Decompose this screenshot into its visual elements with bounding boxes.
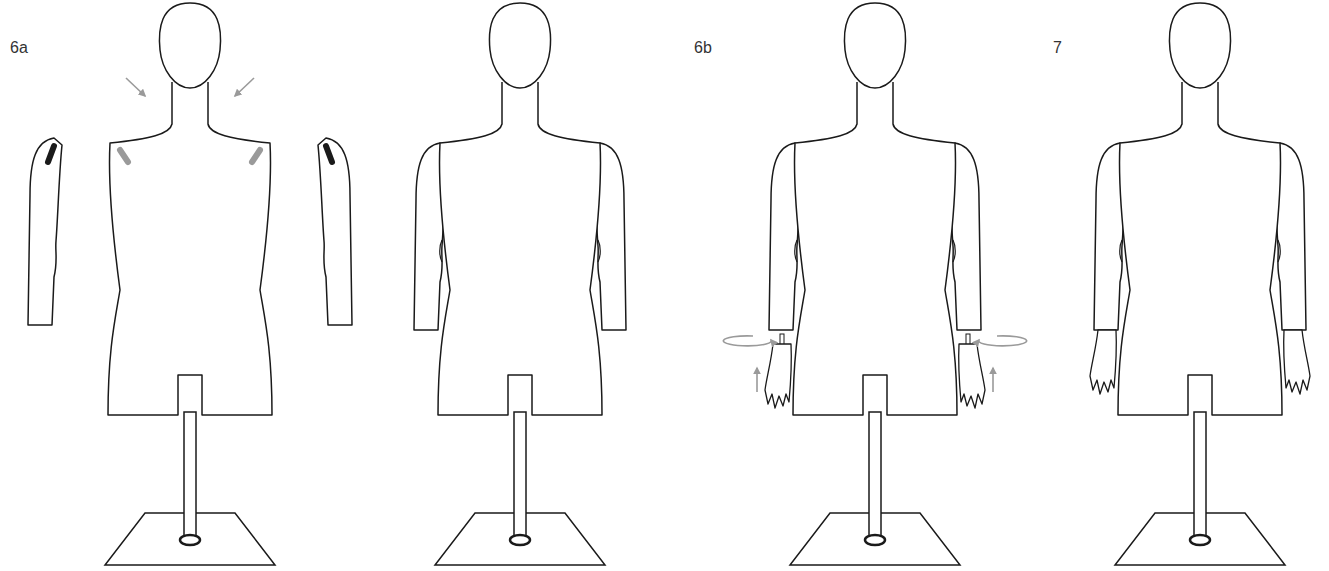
mannequin-arm <box>28 138 62 325</box>
mannequin-hand <box>1090 330 1116 394</box>
elbow-joint <box>795 240 797 262</box>
mannequin-hand <box>1284 330 1310 394</box>
direction-arrow <box>235 78 254 96</box>
stand-pole <box>1194 412 1206 540</box>
mannequin-head <box>159 3 220 88</box>
mannequin-figure <box>414 3 626 565</box>
mannequin-torso <box>793 82 957 415</box>
elbow-joint <box>440 240 442 262</box>
rotate-arrow <box>979 336 1027 346</box>
elbow-joint <box>1120 240 1122 262</box>
mannequin-head <box>844 3 905 88</box>
mannequin-figure <box>1090 3 1310 565</box>
mannequin-head <box>1169 3 1230 88</box>
step-number: 6b <box>694 40 712 56</box>
step-number: 6a <box>10 40 28 56</box>
pole-socket <box>865 535 885 545</box>
pole-socket <box>180 535 200 545</box>
direction-arrow <box>992 368 994 392</box>
mannequin-head <box>489 3 550 88</box>
stand-pole <box>184 412 196 540</box>
arm-tab <box>48 146 54 162</box>
elbow-joint <box>953 240 955 262</box>
mannequin-arm <box>318 138 352 325</box>
pole-socket <box>510 535 530 545</box>
mannequin-torso <box>438 82 602 415</box>
direction-arrow <box>756 368 758 392</box>
pole-socket <box>1190 535 1210 545</box>
shoulder-slot <box>120 150 128 162</box>
step-number: 7 <box>1053 40 1062 56</box>
stand-pole <box>514 412 526 540</box>
rotate-arrow <box>723 336 771 346</box>
arm-tab <box>326 146 332 162</box>
mannequin-hand <box>959 344 985 408</box>
shoulder-slot <box>252 150 260 162</box>
mannequin-torso <box>108 82 272 415</box>
elbow-joint <box>598 240 600 262</box>
mannequin-hand <box>765 344 791 408</box>
mannequin-figure <box>28 3 352 565</box>
stand-pole <box>869 412 881 540</box>
mannequin-figure <box>723 3 1026 565</box>
elbow-joint <box>1278 240 1280 262</box>
mannequin-torso <box>1118 82 1282 415</box>
direction-arrow <box>126 78 145 96</box>
